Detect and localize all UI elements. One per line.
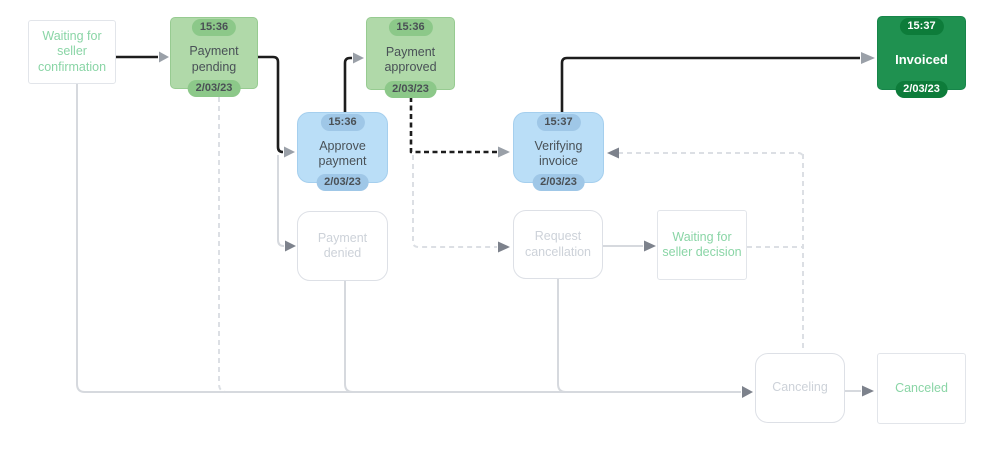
- arrowhead-into-approve-payment: [284, 146, 295, 158]
- arrowhead-into-canceled: [862, 385, 874, 397]
- node-label: Payment pending: [189, 44, 239, 74]
- node-payment-pending: 15:36 Payment pending 2/03/23: [170, 17, 258, 97]
- arrowhead-into-request-cancellation: [498, 241, 510, 253]
- edge-branch-to-payment-denied: [277, 155, 285, 247]
- arrowhead-into-payment-pending: [159, 51, 169, 63]
- edge-payment-approved-to-request-cancellation: [412, 155, 497, 248]
- timestamp-badge: 15:36: [320, 114, 365, 131]
- node-invoiced: 15:37 Invoiced 2/03/23: [877, 16, 966, 98]
- arrowhead-into-seller-decision: [644, 240, 656, 252]
- edge-payment-denied-down: [344, 281, 354, 393]
- edge-waiting-confirmation-to-canceling: [76, 84, 741, 393]
- node-label: Request cancellation: [524, 229, 591, 259]
- timestamp-badge: 15:36: [388, 19, 433, 36]
- date-badge: 2/03/23: [187, 80, 241, 97]
- node-label: Payment approved: [384, 44, 437, 74]
- node-payment-denied: Payment denied: [297, 211, 388, 281]
- node-waiting-seller-confirmation: Waiting for seller confirmation: [28, 20, 116, 84]
- node-waiting-seller-decision: Waiting for seller decision: [657, 210, 747, 280]
- arrowhead-into-payment-approved: [353, 52, 364, 64]
- edge-payment-approved-to-verifying-invoice: [409, 97, 497, 154]
- timestamp-badge: 15:37: [536, 114, 581, 131]
- node-label: Approve payment: [318, 138, 367, 168]
- arrowhead-into-verifying-invoice: [498, 146, 510, 158]
- timestamp-badge: 15:37: [899, 18, 944, 35]
- edge-approve-payment-to-payment-approved: [343, 56, 352, 112]
- node-label: Waiting for seller decision: [662, 229, 742, 259]
- node-payment-approved: 15:36 Payment approved 2/03/23: [366, 17, 455, 98]
- node-label: Verifying invoice: [534, 138, 583, 168]
- edge-join-to-verifying-invoice: [618, 152, 804, 159]
- date-badge: 2/03/23: [895, 81, 948, 98]
- node-request-cancellation: Request cancellation: [513, 210, 603, 279]
- node-approve-payment: 15:36 Approve payment 2/03/23: [297, 112, 388, 191]
- node-canceled: Canceled: [877, 353, 966, 424]
- edge-payment-pending-to-approve-payment: [257, 55, 284, 154]
- timestamp-badge: 15:36: [191, 19, 237, 36]
- node-label: Canceled: [895, 380, 948, 395]
- node-label: Canceling: [772, 380, 828, 395]
- arrowhead-into-canceling: [742, 386, 753, 398]
- edge-request-cancellation-down: [557, 279, 567, 393]
- edge-verifying-invoice-to-invoiced: [560, 56, 860, 112]
- node-label: Payment denied: [317, 230, 368, 260]
- arrowhead-into-payment-denied: [285, 240, 296, 252]
- date-badge: 2/03/23: [316, 174, 369, 191]
- date-badge: 2/03/23: [532, 174, 585, 191]
- node-verifying-invoice: 15:37 Verifying invoice 2/03/23: [513, 112, 604, 191]
- node-label: Waiting for seller confirmation: [37, 29, 107, 74]
- edge-payment-pending-to-cancel-line: [218, 97, 248, 393]
- arrowhead-into-verifying-invoice-return: [607, 147, 619, 159]
- node-canceling: Canceling: [755, 353, 845, 423]
- date-badge: 2/03/23: [384, 81, 437, 98]
- node-label: Invoiced: [895, 51, 948, 67]
- arrowhead-into-invoiced: [861, 52, 875, 64]
